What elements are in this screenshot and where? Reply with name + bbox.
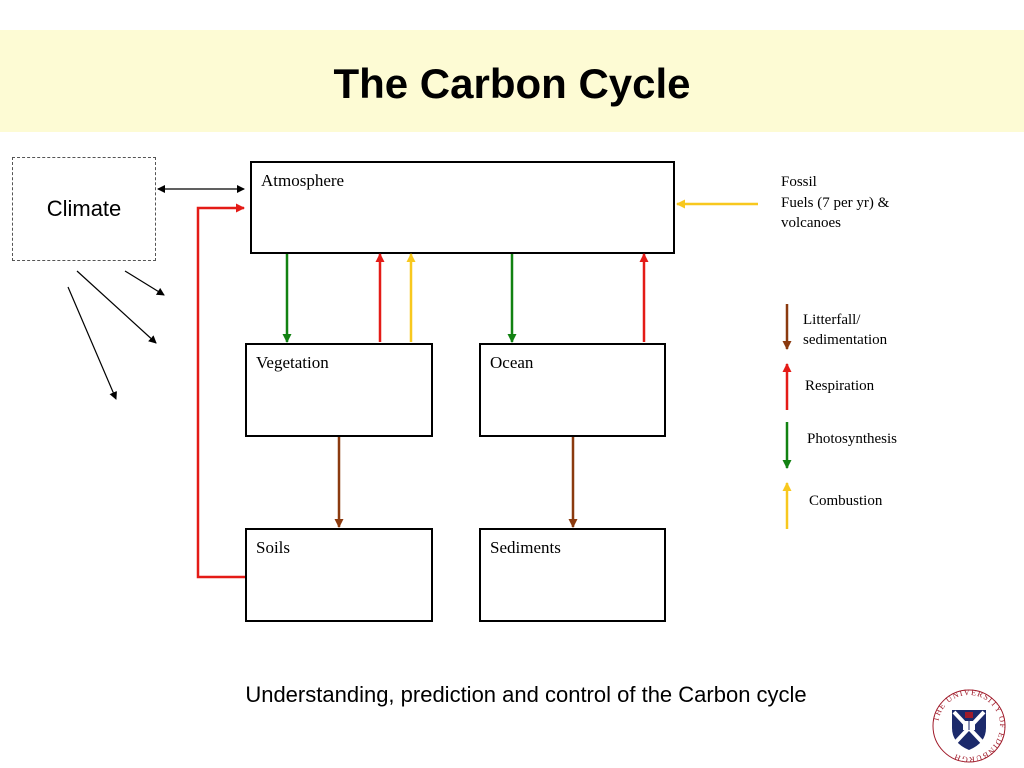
- soils-respiration-arrow: [196, 203, 245, 579]
- sediments-label: Sediments: [490, 538, 561, 557]
- title-banner: [0, 30, 1024, 132]
- ocean-label: Ocean: [490, 353, 534, 372]
- fossil-line-1: Fossil: [781, 174, 817, 190]
- atmosphere-label: Atmosphere: [261, 171, 345, 190]
- fossil-line-2: Fuels (7 per yr) &: [781, 194, 890, 211]
- sediments-box: Sediments: [479, 528, 666, 622]
- climate-label: Climate: [46, 196, 122, 221]
- legend-litterfall-line-2: sedimentation: [803, 332, 888, 348]
- university-crest-logo: THE UNIVERSITY OF EDINBURGH: [931, 688, 1006, 764]
- ocean-box: Ocean: [479, 343, 666, 437]
- soils-label: Soils: [256, 538, 291, 557]
- legend-respiration-label: Respiration: [805, 378, 875, 394]
- legend-litterfall-line-1: Litterfall/: [803, 312, 861, 328]
- climate-effect-arrow-1: [124, 270, 165, 296]
- vegetation-label: Vegetation: [256, 353, 329, 372]
- vegetation-box: Vegetation: [245, 343, 433, 437]
- legend-litterfall-label: Litterfall/ sedimentation: [803, 310, 887, 350]
- legend-combustion-label: Combustion: [809, 493, 883, 509]
- shield-icon: [952, 710, 986, 750]
- fossil-fuels-label: Fossil Fuels (7 per yr) & volcanoes: [781, 172, 889, 234]
- climate-effect-arrow-2: [76, 270, 157, 344]
- legend-photosynthesis-label: Photosynthesis: [807, 431, 898, 447]
- climate-effect-arrow-3: [67, 286, 117, 400]
- soils-box: Soils: [245, 528, 433, 622]
- slide-title: The Carbon Cycle: [333, 60, 691, 107]
- climate-box: Climate: [12, 157, 156, 261]
- atmosphere-box: Atmosphere: [250, 161, 675, 254]
- fossil-line-3: volcanoes: [781, 215, 841, 231]
- slide-subtitle: Understanding, prediction and control of…: [245, 682, 807, 707]
